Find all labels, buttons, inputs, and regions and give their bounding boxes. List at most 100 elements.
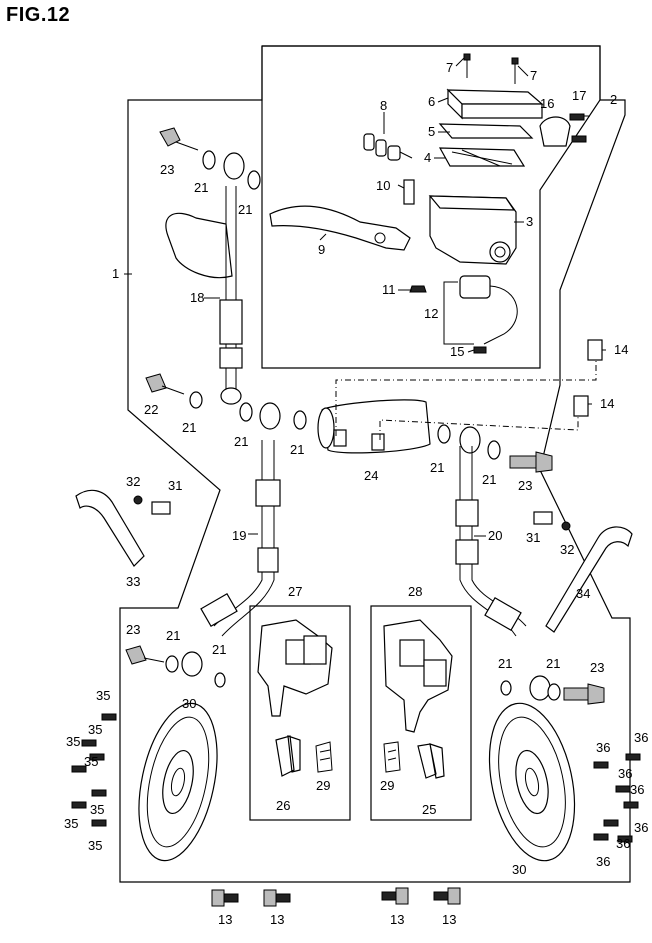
banjo-bolt-22 [145, 373, 167, 393]
joint-group [145, 339, 603, 473]
hose-guide-right [545, 526, 633, 633]
disc-left [138, 702, 218, 862]
callout-23: 23 [126, 622, 140, 637]
washer-upper-a [202, 150, 216, 170]
callout-16: 16 [540, 96, 554, 111]
hose-guide-left [75, 489, 145, 567]
pads-right [417, 743, 445, 779]
callout-labels: 7 7 6 16 17 2 8 5 4 10 3 9 11 12 15 1 23… [64, 60, 648, 927]
callout-32: 32 [560, 542, 574, 557]
hose-guides [75, 489, 633, 633]
callout-13: 13 [218, 912, 232, 927]
callout-18: 18 [190, 290, 204, 305]
figure-title: FIG.12 [6, 4, 71, 26]
assembly-frames [119, 45, 631, 883]
brake-light-switch [459, 275, 491, 299]
cap-screw-right [511, 57, 519, 65]
callout-21: 21 [546, 656, 560, 671]
callout-23: 23 [518, 478, 532, 493]
callout-8: 8 [380, 98, 387, 113]
callout-21: 21 [182, 420, 196, 435]
calipers [257, 619, 453, 779]
lever-pivot-bolt [403, 179, 415, 205]
callout-35: 35 [84, 754, 98, 769]
caliper-right-frame [370, 605, 472, 821]
callout-35: 35 [64, 816, 78, 831]
disc-bolts [71, 713, 641, 843]
callout-20: 20 [488, 528, 502, 543]
callout-9: 9 [318, 242, 325, 257]
callout-36: 36 [630, 782, 644, 797]
callout-13: 13 [390, 912, 404, 927]
lower-hose-group [200, 440, 527, 637]
banjo-bolt-upper [159, 127, 181, 147]
callout-6: 6 [428, 94, 435, 109]
caliper-left-frame [249, 605, 351, 821]
callout-24: 24 [364, 468, 378, 483]
brake-discs [138, 702, 576, 862]
callout-35: 35 [66, 734, 80, 749]
guide-screw-right [561, 521, 571, 531]
bleeder-bolt-a [587, 339, 603, 361]
callout-17: 17 [572, 88, 586, 103]
callout-21: 21 [238, 202, 252, 217]
callout-36: 36 [618, 766, 632, 781]
callout-21: 21 [194, 180, 208, 195]
callout-35: 35 [88, 722, 102, 737]
washer-upper-b [247, 170, 261, 190]
assembly-1-outline [119, 45, 631, 883]
callout-13: 13 [270, 912, 284, 927]
washer-mid-e [487, 440, 501, 460]
assembly-2-outline [261, 45, 601, 369]
bleeder-bolt-b [573, 395, 589, 417]
callout-3: 3 [526, 214, 533, 229]
callout-36: 36 [596, 740, 610, 755]
callout-21: 21 [290, 442, 304, 457]
piston-kit [363, 133, 413, 161]
callout-21: 21 [212, 642, 226, 657]
callout-15: 15 [450, 344, 464, 359]
alignment-line-lower [379, 416, 579, 440]
callout-14: 14 [600, 396, 614, 411]
callout-31: 31 [168, 478, 182, 493]
callout-32: 32 [126, 474, 140, 489]
callout-29: 29 [316, 778, 330, 793]
washer-mid-c [293, 410, 307, 430]
brake-joint-pipe [321, 399, 431, 454]
callout-13: 13 [442, 912, 456, 927]
pad-spring-left [315, 741, 333, 773]
banjo-bolt-right-mid [509, 455, 537, 469]
callout-27: 27 [288, 584, 302, 599]
alignment-line-upper [335, 360, 597, 436]
callout-36: 36 [596, 854, 610, 869]
callout-33: 33 [126, 574, 140, 589]
callout-22: 22 [144, 402, 158, 417]
washer-mid-b [239, 402, 253, 422]
callout-14: 14 [614, 342, 628, 357]
washer-mid-a [189, 391, 203, 409]
callout-19: 19 [232, 528, 246, 543]
pivot-nut [409, 285, 427, 293]
leader-lines [124, 57, 606, 537]
callout-23: 23 [160, 162, 174, 177]
callout-12: 12 [424, 306, 438, 321]
callout-5: 5 [428, 124, 435, 139]
callout-11: 11 [382, 282, 396, 297]
cap-screw-left [463, 53, 471, 61]
callout-29: 29 [380, 778, 394, 793]
master-cylinder-group [269, 53, 587, 354]
callout-35: 35 [90, 802, 104, 817]
callout-36: 36 [616, 836, 630, 851]
callout-21: 21 [498, 656, 512, 671]
callout-28: 28 [408, 584, 422, 599]
callout-21: 21 [234, 434, 248, 449]
washer-mid-d [437, 424, 451, 444]
handlebar-clamp [539, 116, 571, 147]
callout-7: 7 [446, 60, 453, 75]
callout-23: 23 [590, 660, 604, 675]
callout-31: 31 [526, 530, 540, 545]
reservoir-cap [446, 89, 544, 105]
callout-21: 21 [482, 472, 496, 487]
handlebar-grip [165, 212, 233, 279]
